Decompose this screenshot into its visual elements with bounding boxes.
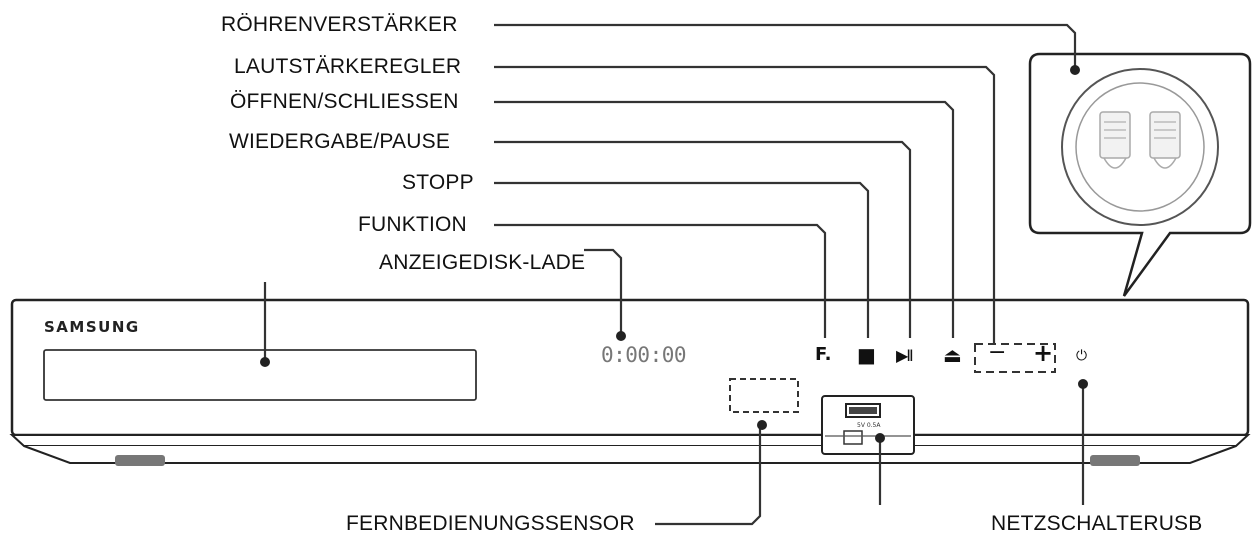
eject-icon[interactable]: ⏏ (943, 343, 962, 367)
label-play-pause: WIEDERGABE/PAUSE (229, 130, 451, 153)
function-button[interactable]: F. (815, 344, 832, 365)
tube-amp-callout (1028, 52, 1252, 297)
leader-volume (494, 65, 996, 343)
player-chassis (9, 298, 1251, 466)
label-function: FUNKTION (358, 213, 467, 236)
volume-minus-button[interactable]: − (988, 340, 1007, 365)
leader-function (494, 223, 827, 338)
leader-play-pause (494, 140, 912, 338)
usb-rating-text: 5V 0.5A (857, 422, 881, 429)
power-icon[interactable]: ⏻ (1076, 348, 1088, 364)
leader-dots (260, 65, 1088, 443)
leader-tube-amp (494, 23, 1077, 70)
label-remote-sensor: FERNBEDIENUNGSSENSOR (346, 512, 635, 535)
leader-open-close (494, 100, 955, 338)
leader-remote-sensor (655, 425, 762, 526)
brand-logo: SAMSUNG (44, 318, 140, 336)
tube-left (1099, 111, 1131, 169)
leader-lines (263, 23, 1085, 526)
play-pause-icon[interactable]: ▶II (896, 346, 914, 365)
label-stop: STOPP (402, 171, 474, 194)
label-volume: LAUTSTÄRKEREGLER (234, 55, 462, 78)
display-readout: 0:00:00 (601, 343, 687, 367)
label-display-tray: ANZEIGEDISK-LADE (379, 251, 586, 274)
label-open-close: ÖFFNEN/SCHLIESSEN (230, 90, 459, 113)
tube-right (1149, 111, 1181, 169)
label-power-usb: NETZSCHALTERUSB (991, 512, 1203, 535)
leader-display (584, 248, 623, 338)
leader-stop (494, 181, 870, 338)
label-tube-amp: RÖHRENVERSTÄRKER (221, 13, 458, 36)
stop-icon[interactable]: ■ (857, 343, 876, 367)
volume-plus-button[interactable]: + (1033, 339, 1054, 367)
